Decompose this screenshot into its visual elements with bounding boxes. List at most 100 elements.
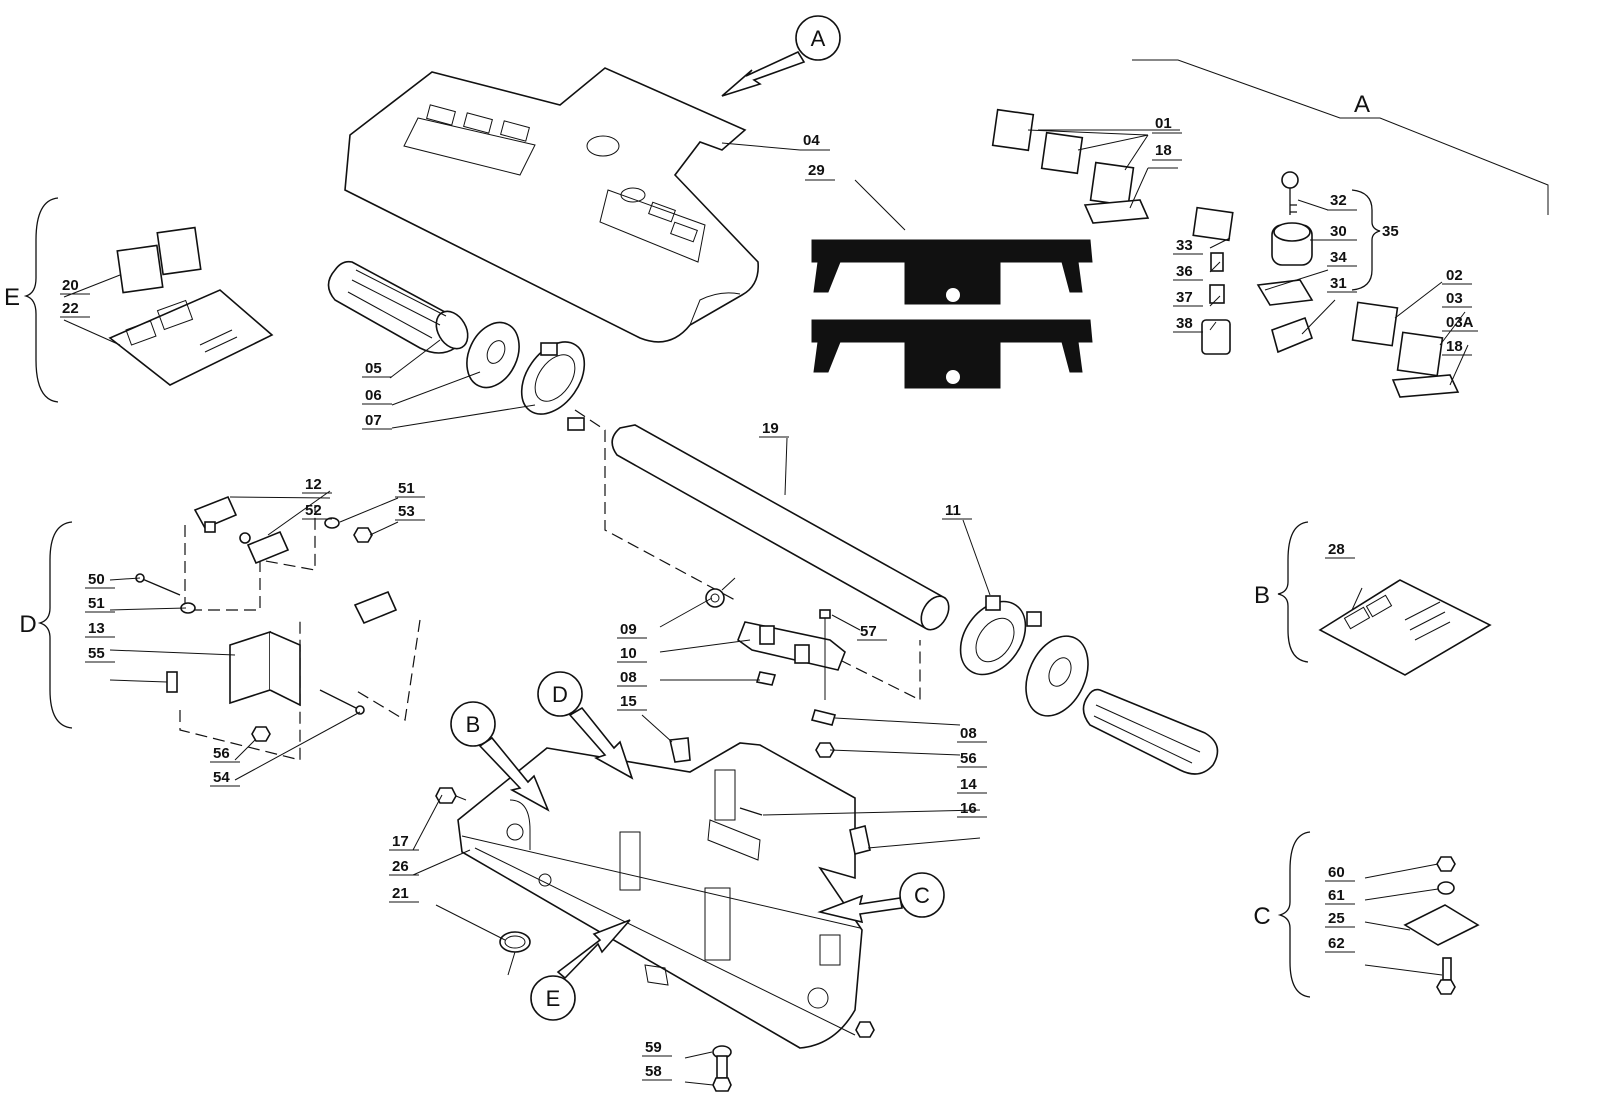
screw-62: [1436, 957, 1456, 995]
buttons-01: [991, 108, 1150, 224]
leader-lines: [63, 59, 1549, 1086]
decal-29-upper: [811, 239, 1093, 305]
part-label: 04: [803, 132, 820, 149]
part-label: 14: [960, 776, 977, 793]
callout-letters: A B D C E: [466, 26, 930, 1011]
label-underlines: [60, 132, 1478, 1081]
control-panel-cover: [344, 67, 759, 343]
part-label: 31: [1330, 275, 1347, 292]
part-label: 56: [213, 745, 230, 762]
part-label: 50: [88, 571, 105, 588]
part-label: 06: [365, 387, 382, 404]
circuit-board-22: [108, 289, 274, 386]
nut-60: [1436, 856, 1456, 872]
group-label-a: A: [1354, 91, 1370, 118]
handle-washer: [466, 321, 520, 389]
circuit-board-28: [1318, 579, 1492, 676]
part-label: 34: [1330, 249, 1347, 266]
pin-14: [739, 807, 763, 816]
group-label-e: E: [4, 284, 20, 311]
clamp-16: [849, 825, 871, 855]
part-label: 37: [1176, 289, 1193, 306]
plate-25: [1403, 904, 1480, 946]
part-label: 15: [620, 693, 637, 710]
part-label: 30: [1330, 223, 1347, 240]
part-label: 53: [398, 503, 415, 520]
group-label-c: C: [1253, 903, 1270, 930]
handle-bracket: [520, 341, 586, 431]
bracket-group-c: [1277, 831, 1311, 998]
decal-29-lower: [811, 319, 1093, 389]
part-label: 58: [645, 1063, 662, 1080]
spacer-36: [1210, 252, 1224, 272]
handle-bracket-right: [959, 595, 1042, 676]
plate-34: [1256, 279, 1314, 306]
callout-arrow-a: [721, 15, 841, 97]
button-cap-33: [1192, 206, 1234, 242]
screw-17: [435, 787, 467, 804]
screw-55: [166, 671, 178, 693]
callout-arrow-c: [817, 872, 945, 924]
part-label: 02: [1446, 267, 1463, 284]
part-label: 38: [1176, 315, 1193, 332]
nut-56-left: [251, 726, 271, 742]
bracket-group-d: [37, 521, 73, 729]
bracket-group-e: [23, 197, 59, 403]
callout-arrow-b: [450, 701, 550, 812]
bracket-group-35: [1351, 189, 1381, 291]
part-label: 52: [305, 502, 322, 519]
part-label: 60: [1328, 864, 1345, 881]
part-label: 25: [1328, 910, 1345, 927]
nut-56-center: [815, 742, 835, 758]
callout-a: A: [811, 26, 826, 51]
part-label: 51: [88, 595, 105, 612]
part-label: 07: [365, 412, 382, 429]
switch-body-38: [1201, 319, 1231, 355]
callout-e: E: [546, 986, 561, 1011]
washer-61: [1437, 881, 1455, 895]
part-label: 35: [1382, 223, 1399, 240]
part-label: 26: [392, 858, 409, 875]
clip-08-lower: [810, 709, 837, 726]
part-label: 21: [392, 885, 409, 902]
part-label: 57: [860, 623, 877, 640]
callout-arrow-d: [537, 671, 634, 780]
group-letters: A E D B C: [4, 91, 1370, 930]
part-label: 54: [213, 769, 230, 786]
group-label-d: D: [19, 611, 36, 638]
screw-50: [135, 573, 181, 596]
spring: [705, 577, 736, 608]
part-label: 13: [88, 620, 105, 637]
part-label: 18: [1155, 142, 1172, 159]
screw-58: [712, 1055, 732, 1092]
microswitch-52: [239, 530, 290, 565]
part-label: 36: [1176, 263, 1193, 280]
part-label: 10: [620, 645, 637, 662]
part-label: 29: [808, 162, 825, 179]
part-label: 08: [960, 725, 977, 742]
callout-b: B: [466, 712, 481, 737]
bracket-13: [229, 630, 301, 707]
part-label: 03A: [1446, 314, 1474, 331]
clip-08-upper: [755, 671, 777, 686]
part-label: 51: [398, 480, 415, 497]
part-label: 08: [620, 669, 637, 686]
part-label: 16: [960, 800, 977, 817]
part-label: 05: [365, 360, 382, 377]
key-switch-30: [1271, 222, 1313, 266]
screw-57: [819, 609, 831, 700]
part-label: 61: [1328, 887, 1345, 904]
handle-washer-right: [1025, 635, 1089, 717]
clamp-15: [669, 737, 691, 763]
buttons-02-03: [1351, 301, 1460, 398]
part-label: 55: [88, 645, 105, 662]
spacer-37: [1209, 284, 1225, 304]
handle-tube: [611, 424, 950, 631]
key-32: [1281, 171, 1299, 215]
o-ring-21: [499, 931, 531, 953]
handle-grip-right: [1082, 688, 1219, 775]
microswitch-12: [193, 495, 238, 533]
washer-51-top: [324, 517, 340, 529]
part-label: 22: [62, 300, 79, 317]
